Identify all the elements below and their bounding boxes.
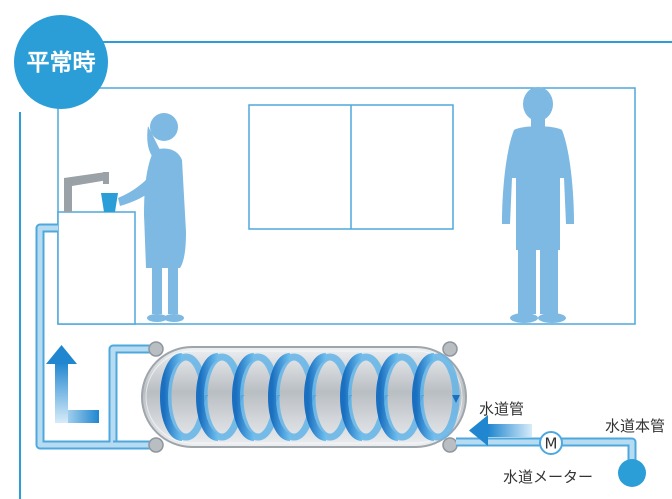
spiral-direction-arrow [452,395,460,403]
water-pipe-label: 水道管 [479,400,524,418]
flow-arrow-left [469,415,532,446]
house-wall [19,41,672,499]
status-badge-label: 平常時 [27,50,96,76]
water-glass [101,193,118,212]
spiral-loop-front [376,353,399,441]
inlet-pipe [456,437,637,462]
spiral-loop-front [412,353,435,441]
meter-symbol: M [545,435,558,453]
spiral-loop-front [304,353,327,441]
flow-arrow-up [46,345,99,423]
woman-silhouette [118,113,186,322]
sink-counter [57,211,136,325]
supply-pipe [35,223,155,450]
faucet [64,172,109,212]
spiral-loop-front [340,353,363,441]
spiral-loop-front [232,353,255,441]
water-main-circle [618,459,646,487]
water-main-label: 水道本管 [605,417,665,435]
spiral-loop-front [196,353,219,441]
spiral-loop-front [268,353,291,441]
room-outline [57,87,636,325]
man-silhouette [502,87,574,323]
water-meter: M [539,431,563,455]
water-meter-label: 水道メーター [503,468,593,486]
window [248,104,454,230]
spiral-loop-front [160,353,183,441]
status-badge: 平常時 [14,15,108,109]
spiral-flow [160,353,460,441]
